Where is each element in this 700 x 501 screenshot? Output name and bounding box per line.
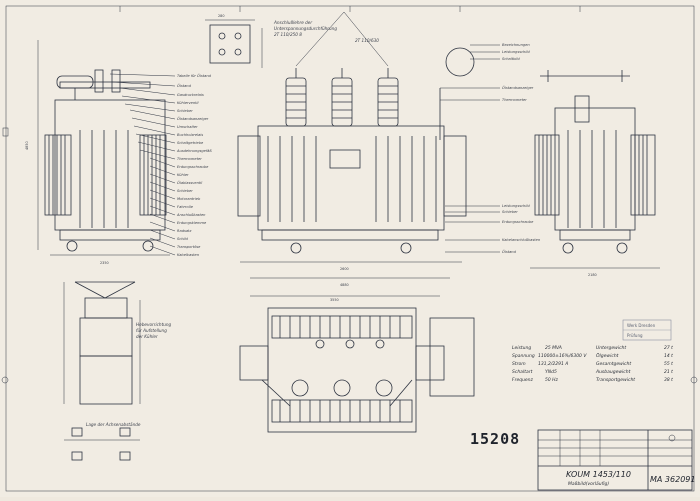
lifting-note-line1: Hebevorrichtung	[136, 322, 172, 327]
top-note-line2: Unterspannungsdurchführung	[274, 26, 337, 31]
callout-label: Ölstandsanzeiger	[177, 116, 209, 121]
stamp-line1: Werk Dresden	[627, 323, 656, 328]
weight-label: Gesamtgewicht	[596, 361, 631, 367]
callout-label: Fahrrolle	[177, 205, 194, 209]
title-block-frame	[537, 429, 693, 491]
rating-value: 131,2/2291 A	[538, 361, 568, 367]
callout-label: Gasdruckrelais	[177, 93, 204, 97]
callout-label: Ölstand	[177, 83, 192, 88]
callout-label: Tabelle für Ölstand	[177, 73, 212, 78]
left-callout-leaders	[109, 73, 176, 256]
weight-value: 27 t	[664, 345, 673, 351]
dim-right-width: 2180	[588, 273, 597, 277]
top-note: Anschlußlehre der Unterspannungsdurchfüh…	[273, 20, 337, 37]
callout-label: Leistungsschild	[502, 50, 530, 54]
callout-label: Schild	[177, 237, 189, 241]
callout-label: Ölablassventil	[177, 180, 202, 185]
rating-label: Spannung	[512, 353, 535, 359]
dim-left-width: 2350	[100, 261, 109, 265]
lifting-note-line3: der Kühler	[136, 334, 158, 339]
callout-label: Thermometer	[177, 157, 202, 161]
approval-stamp: Werk Dresden Prüfung	[622, 319, 672, 341]
dim-left-height: 4850	[25, 141, 29, 150]
callout-label: Motorantrieb	[177, 197, 201, 201]
lifting-note: Hebevorrichtung für Aufstellung der Kühl…	[136, 322, 172, 339]
sheet-number: 15208	[470, 430, 520, 448]
punch-hole	[1, 376, 9, 384]
callout-label: Leistungsschild	[502, 204, 530, 208]
bushing-flange-detail	[205, 19, 263, 68]
axle-sketch	[64, 427, 140, 461]
weights-table: Untergewicht 27 t Ölgewicht 14 t Gesamtg…	[595, 345, 673, 383]
callout-label: Ausdehnungsgefäß	[176, 149, 212, 153]
right-callout-leaders	[440, 44, 500, 253]
lifting-sketch	[63, 281, 141, 405]
dim-plan: 3550	[330, 298, 339, 302]
left-side-view	[37, 40, 170, 256]
left-callout-labels: Tabelle für Ölstand Ölstand Gasdruckrela…	[176, 73, 212, 257]
weight-label: Ausbaugewicht	[595, 369, 631, 375]
rating-value: 50 Hz	[545, 377, 559, 383]
callout-label: Schaltbild	[502, 57, 520, 61]
callout-label: Kühlerventil	[177, 101, 199, 105]
title-block-subtitle: Maßbild(vorläufig)	[568, 481, 609, 487]
weight-label: Transportgewicht	[596, 377, 635, 383]
stamp-line2: Prüfung	[627, 333, 643, 338]
callout-label: Radsatz	[177, 229, 191, 233]
callout-label: Kabelkasten	[177, 253, 200, 257]
title-block-title: KOUM 1453/110	[566, 470, 631, 479]
callout-label: Bezeichnungen	[502, 43, 530, 47]
rating-value: YNd5	[545, 369, 557, 375]
dim-flange: 280	[218, 14, 224, 18]
front-view	[237, 11, 475, 279]
rating-value: 110000±16%/6300 V	[538, 353, 587, 359]
callout-label: Schaltgetriebe	[177, 141, 204, 145]
plan-view	[239, 295, 475, 433]
callout-label: Thermometer	[502, 98, 527, 102]
top-note-line1: Anschlußlehre der	[273, 20, 312, 25]
rating-label: Leistung	[512, 345, 531, 351]
rating-label: Strom	[512, 361, 526, 367]
callout-label: Schieber	[177, 109, 193, 113]
callout-label: Erdungsklemme	[177, 221, 207, 225]
top-note-line3: 2T 110/250 8	[274, 32, 302, 37]
callout-label: Kühler	[177, 173, 189, 177]
dim-front-overall: 4880	[340, 283, 349, 287]
punch-hole	[690, 376, 698, 384]
top-grid-ticks	[119, 6, 581, 12]
callout-label: Buchholzrelais	[177, 133, 203, 137]
weight-value: 14 t	[664, 353, 673, 359]
callout-label: Ölstandsanzeiger	[502, 85, 534, 90]
callout-label: Erdungsschraube	[502, 220, 534, 224]
callout-label: Schieber	[177, 189, 193, 193]
title-block-drawing-no: MA 362091	[650, 475, 695, 484]
lifting-note-line2: für Aufstellung	[136, 328, 167, 333]
callout-label: Anschlußkasten	[176, 213, 206, 217]
weight-value: 55 t	[664, 361, 673, 367]
callout-label: Transportöse	[177, 245, 201, 249]
callout-label: Kabelanschlußkasten	[502, 238, 541, 242]
right-side-view	[530, 70, 660, 269]
rating-label: Frequenz	[512, 377, 534, 383]
base-note: Lage der Achsenabstände	[86, 422, 141, 427]
callout-label: Ölstand	[502, 249, 517, 254]
callout-label: Erdungsschraube	[177, 165, 209, 169]
weight-label: Ölgewicht	[596, 352, 619, 359]
weight-value: 38 t	[664, 377, 673, 383]
weight-value: 21 t	[664, 369, 673, 375]
callout-label: Umschalter	[177, 125, 198, 129]
right-callout-labels: Bezeichnungen Leistungsschild Schaltbild…	[502, 43, 541, 254]
weight-label: Untergewicht	[596, 345, 626, 351]
rating-table: Leistung 25 MVA Spannung 110000±16%/6300…	[512, 345, 587, 383]
dim-front-inner: 2600	[340, 267, 349, 271]
callout-label: Schieber	[502, 210, 518, 214]
rating-label: Schaltart	[512, 369, 533, 375]
rating-value: 25 MVA	[545, 345, 562, 351]
binding-mark	[2, 127, 9, 137]
